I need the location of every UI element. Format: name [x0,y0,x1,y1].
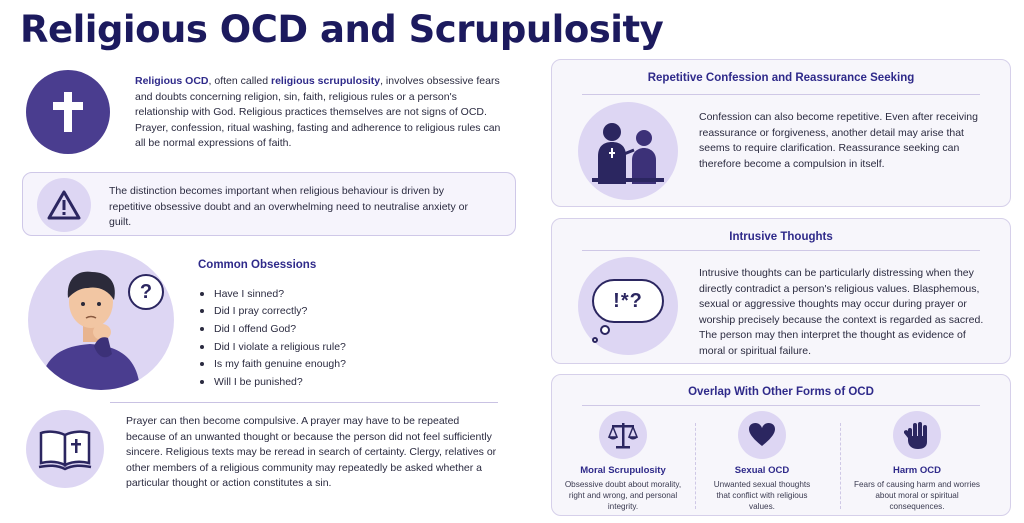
thought-bubble-text: !*? [592,279,664,323]
confession-heading: Repetitive Confession and Reassurance Se… [647,72,915,84]
warning-icon [37,178,91,232]
confession-panel: Repetitive Confession and Reassurance Se… [551,59,1011,207]
hand-icon [893,411,941,459]
scales-icon [599,411,647,459]
thought-bubble-question-icon: ? [128,274,164,310]
overlap-item-title: Moral Scrupulosity [580,465,666,476]
section-divider [110,402,498,403]
worried-person-illustration: ? [28,250,174,390]
overlap-panel: Overlap With Other Forms of OCD Moral Sc… [551,374,1011,516]
bubble-dot [600,325,610,335]
panel-rule [582,405,980,406]
obsessions-list: Have I sinned? Did I pray correctly? Did… [200,285,346,391]
overlap-item-text: Fears of causing harm and worries about … [853,480,981,512]
term-religious-ocd: Religious OCD [135,75,209,87]
overlap-item-title: Harm OCD [892,465,942,476]
overlap-item-text: Obsessive doubt about morality, right an… [564,480,682,512]
list-item: Did I offend God? [200,320,346,338]
list-item: Did I pray correctly? [200,303,346,321]
confession-illustration [578,102,678,200]
panel-rule [582,250,980,251]
column-separator [840,423,841,509]
intrusive-heading: Intrusive Thoughts [729,231,833,243]
term-religious-scrupulosity: religious scrupulosity [270,75,381,87]
heart-icon [738,411,786,459]
distinction-note: The distinction becomes important when r… [22,172,516,236]
overlap-item-text: Unwanted sexual thoughts that conflict w… [713,480,811,512]
overlap-item-moral: Moral Scrupulosity Obsessive doubt about… [564,411,682,513]
distinction-text: The distinction becomes important when r… [109,185,468,229]
list-item: Have I sinned? [200,285,346,303]
overlap-item-sexual: Sexual OCD Unwanted sexual thoughts that… [707,411,817,513]
intrusive-panel: Intrusive Thoughts !*? Intrusive thought… [551,218,1011,364]
overlap-heading: Overlap With Other Forms of OCD [688,386,874,398]
prayer-text: Prayer can then become compulsive. A pra… [126,415,497,490]
bubble-dot [592,337,598,343]
intrusive-thought-icon: !*? [578,257,678,355]
obsessions-heading: Common Obsessions [198,259,317,271]
intro-text: Religious OCD, often called religious sc… [135,75,501,150]
overlap-item-harm: Harm OCD Fears of causing harm and worri… [852,411,982,513]
column-separator [695,423,696,509]
bible-icon [26,410,104,488]
confession-text: Confession can also become repetitive. E… [699,111,978,170]
panel-rule [582,94,980,95]
list-item: Is my faith genuine enough? [200,355,346,373]
list-item: Will I be punished? [200,373,346,391]
overlap-item-title: Sexual OCD [734,465,790,476]
list-item: Did I violate a religious rule? [200,338,346,356]
cross-icon [26,70,110,154]
intrusive-text: Intrusive thoughts can be particularly d… [699,267,984,357]
page-title: Religious OCD and Scrupulosity [20,8,664,51]
